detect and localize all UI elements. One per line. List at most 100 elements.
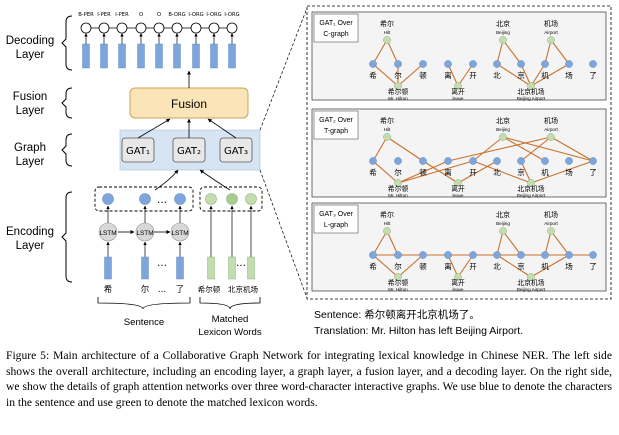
char-node-label: 场 (565, 168, 573, 177)
char-node-label: 机 (541, 70, 549, 80)
char-embedding (104, 256, 112, 280)
graph-edge (502, 230, 522, 256)
tag-node (80, 22, 92, 34)
word-node-gloss: Airport (544, 30, 558, 35)
lexicon-token: 北京机场 (228, 284, 258, 294)
word-node (383, 227, 391, 235)
lstm-label: LSTM (171, 230, 188, 237)
lexicon-token: 希尔顿 (198, 284, 221, 294)
graph-edge (520, 160, 532, 184)
word-node (527, 273, 535, 281)
word-node-label: 北京机场 (517, 87, 544, 96)
ellipsis: … (158, 285, 167, 295)
tag-label: O (157, 12, 161, 18)
char-node-label: 机 (541, 167, 549, 177)
panel-label: GAT₃ Over (319, 211, 354, 218)
word-node (394, 179, 402, 187)
word-node-gloss: Hilt (384, 127, 391, 132)
char-node (419, 251, 427, 259)
graph-edge (550, 136, 594, 162)
char-hidden-node (174, 193, 186, 205)
char-embedding (176, 256, 184, 280)
word-node-gloss: leave (453, 96, 464, 101)
word-node-label: 机场 (544, 116, 558, 125)
graph-edge (386, 136, 424, 162)
tag-label: I-ORG (188, 12, 203, 18)
word-node (547, 227, 555, 235)
char-node (444, 60, 452, 68)
word-node-label: 北京机场 (517, 278, 544, 287)
graph-edge (447, 63, 459, 87)
tag-label: O (139, 12, 143, 18)
word-node (547, 36, 555, 44)
char-node-label: 北 (493, 262, 501, 271)
tag-node (135, 22, 147, 34)
word-node-gloss: Hilt (384, 221, 391, 226)
panel-label: L-graph (324, 222, 348, 229)
graph-edge (372, 254, 399, 278)
decoding-vector (228, 43, 236, 69)
word-node-label: 北京 (496, 116, 510, 125)
word-node (454, 273, 462, 281)
decoding-vector (137, 43, 145, 69)
word-node (499, 133, 507, 141)
char-node-label: 希 (369, 70, 377, 80)
char-hidden-node (102, 193, 114, 205)
panels-frame (306, 5, 612, 300)
layer-brace (61, 15, 73, 71)
word-node (527, 179, 535, 187)
char-node (493, 157, 501, 165)
gat-label: GAT₃ (224, 146, 248, 157)
graph-edge (372, 230, 388, 256)
char-token: 希 (104, 284, 113, 295)
char-node-label: 尔 (394, 261, 402, 271)
char-node (394, 60, 402, 68)
enc-to-graph-arrow (199, 169, 231, 191)
word-node-label: 机场 (544, 19, 558, 28)
word-node (394, 82, 402, 90)
word-node (499, 36, 507, 44)
tag-node (116, 22, 128, 34)
graph-edge (372, 63, 399, 87)
gat-to-fusion-arrow (137, 118, 171, 139)
char-node (419, 157, 427, 165)
char-node-label: 京 (517, 261, 525, 271)
gat-label: GAT₁ (126, 146, 150, 157)
char-node-label: 离 (444, 261, 452, 271)
char-node (369, 157, 377, 165)
layer-label-line2: Layer (16, 156, 45, 168)
tag-label: I-ORG (224, 12, 239, 18)
word-node-gloss: Beijing Airport (517, 287, 546, 292)
char-node (469, 157, 477, 165)
char-node-label: 离 (444, 70, 452, 80)
graph-panel: GAT₂ OverT-graph希尔顿离开北京机场了希尔Hilt北京Beijin… (311, 108, 607, 198)
decoding-vector (192, 43, 200, 69)
word-node-gloss: Beijing (496, 127, 510, 132)
decoding-vector (173, 43, 181, 69)
word-node-gloss: leave (453, 287, 464, 292)
char-node (541, 251, 549, 259)
word-hidden-node (245, 193, 257, 205)
tag-node (208, 22, 220, 34)
word-node-label: 北京 (496, 19, 510, 28)
graph-edge (520, 63, 532, 87)
graph-edge (457, 160, 498, 184)
decoding-vector (82, 43, 90, 69)
graph-edge (472, 136, 504, 162)
word-node-label: 离开 (451, 278, 465, 287)
char-node (419, 60, 427, 68)
graph-edge (457, 63, 474, 87)
layer-brace (61, 87, 73, 119)
graph-edge (372, 160, 399, 184)
layer-label-line2: Layer (16, 240, 45, 252)
char-node-label: 开 (469, 168, 477, 177)
char-node-label: 京 (517, 70, 525, 80)
word-node-gloss: Mr. Hilton (388, 287, 408, 292)
graph-edge (530, 160, 594, 184)
word-embedding (207, 256, 215, 280)
lexicon-caption-label: Lexicon Words (198, 327, 261, 338)
connector-dash (259, 169, 308, 299)
char-node (517, 251, 525, 259)
